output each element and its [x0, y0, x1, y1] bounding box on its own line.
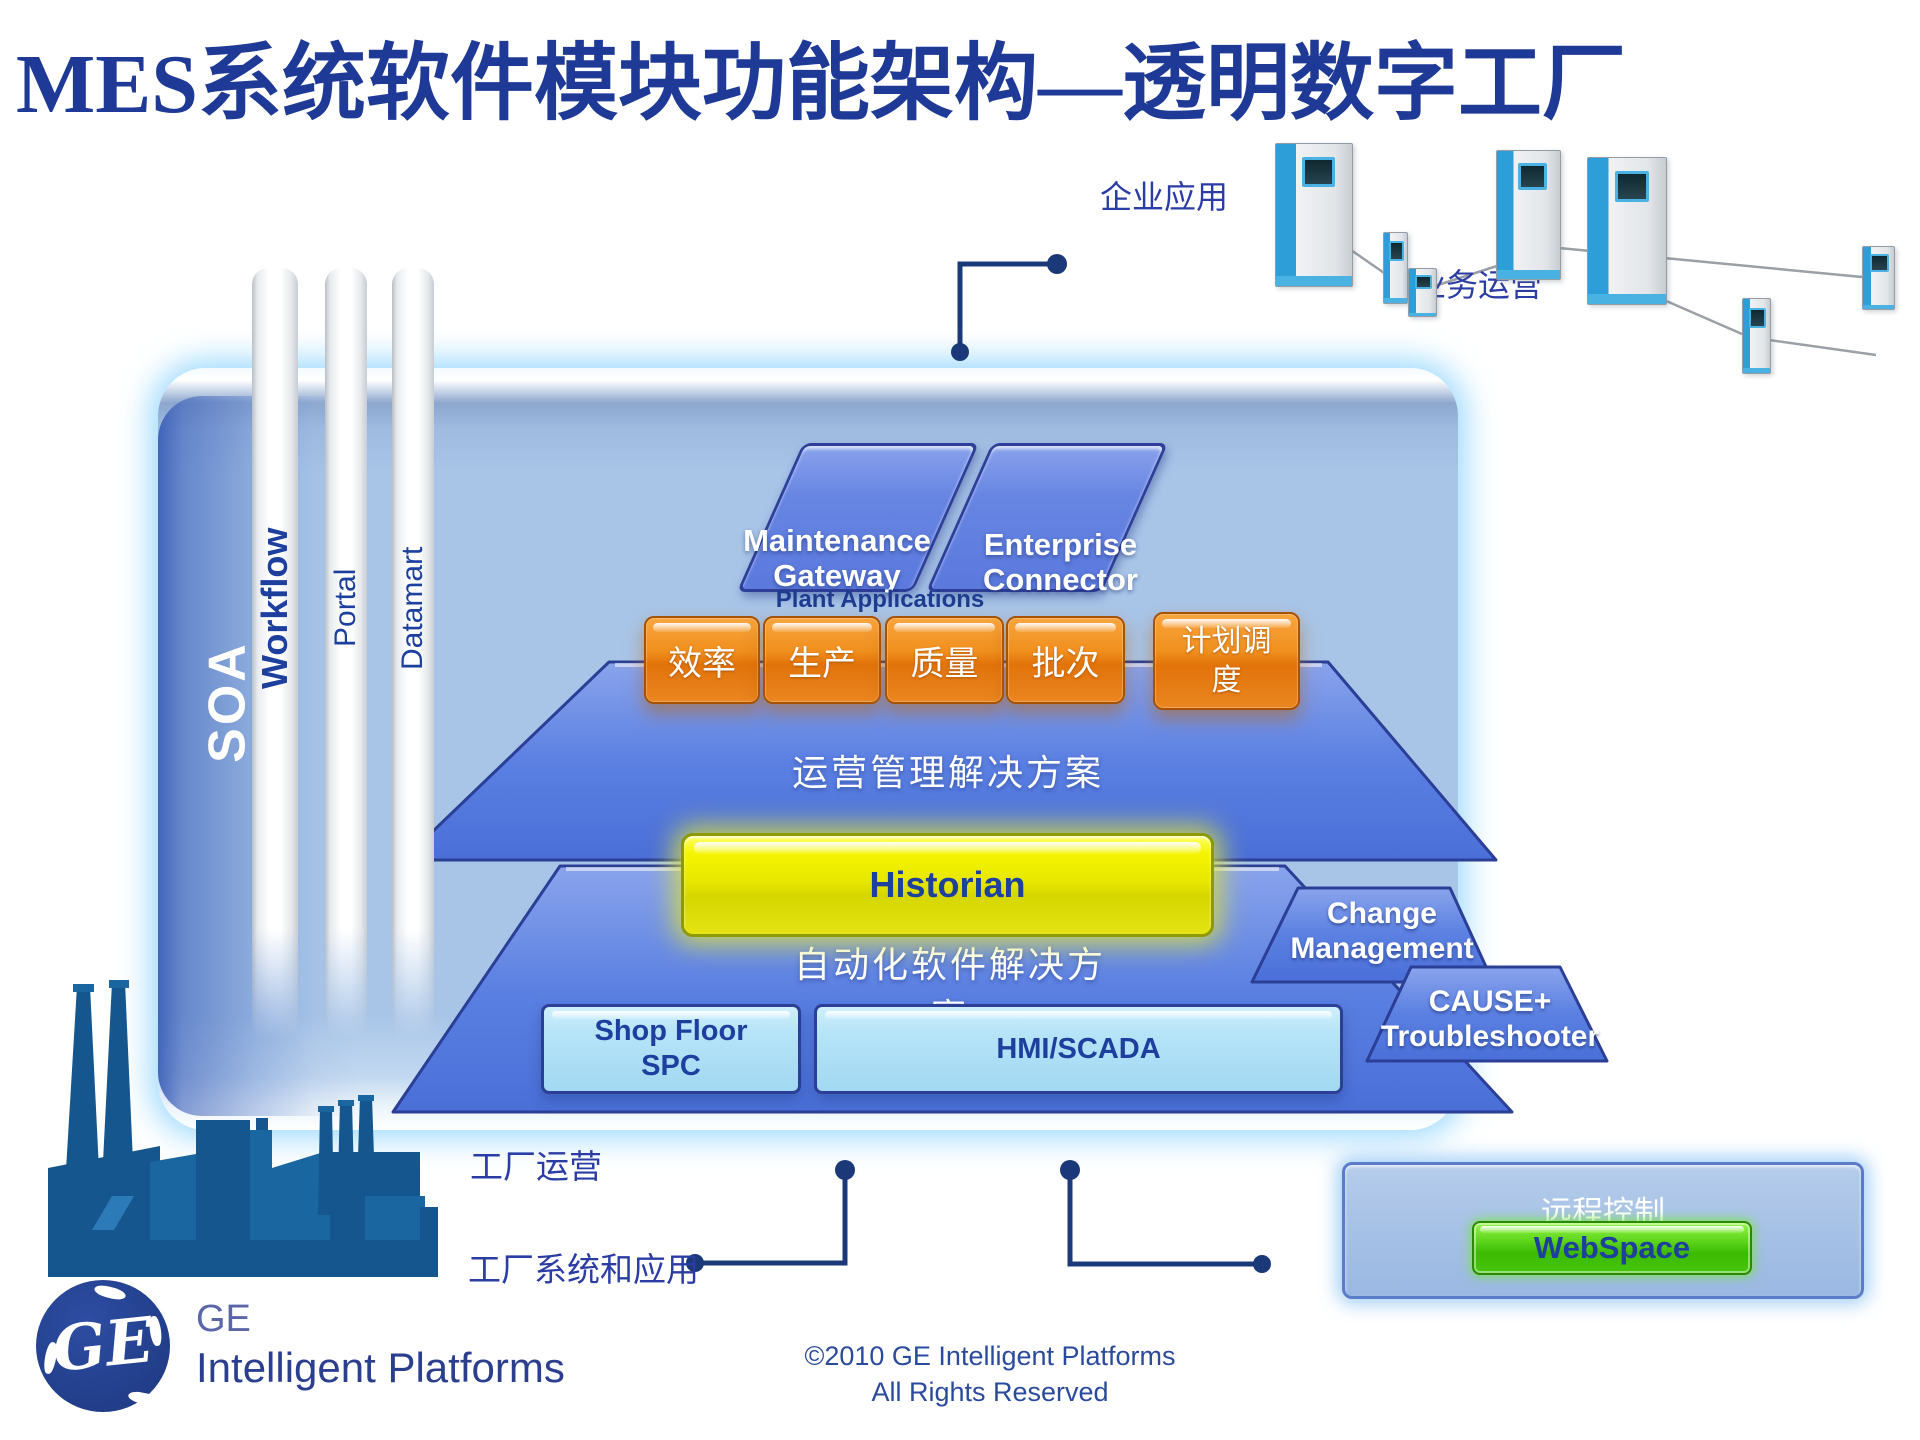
brand-ge: GE — [196, 1298, 251, 1340]
server-tower-icon — [1496, 150, 1561, 280]
module-quality: 质量 — [885, 616, 1004, 704]
remote-control-panel: 远程控制 WebSpace — [1342, 1162, 1864, 1299]
module-efficiency: 效率 — [644, 616, 760, 704]
webspace-button-label: WebSpace — [1533, 1230, 1691, 1265]
maintenance-gateway-label: Maintenance Gateway — [743, 523, 931, 593]
shop-floor-spc-box: Shop Floor SPC — [541, 1004, 801, 1094]
shop-floor-spc-label: Shop Floor SPC — [594, 1015, 748, 1082]
historian-label: Historian — [869, 864, 1026, 905]
pillar-workflow: Workflow — [252, 268, 298, 1046]
hmi-scada-box: HMI/SCADA — [814, 1004, 1343, 1094]
enterprise-apps-connector — [951, 254, 1067, 361]
webspace-button: WebSpace — [1472, 1221, 1752, 1275]
change-management-label: Change Management — [1290, 897, 1474, 966]
cause-troubleshooter-label: CAUSE+ Troubleshooter — [1380, 985, 1600, 1054]
plant-applications-label: Plant Applications — [775, 586, 985, 613]
ge-monogram: GE — [49, 1302, 157, 1386]
workstation-tower-icon — [1862, 246, 1895, 310]
historian-box: Historian — [681, 833, 1214, 937]
soa-label: SOA — [198, 641, 257, 763]
copyright-line1: ©2010 GE Intelligent Platforms — [804, 1341, 1176, 1371]
pillar-datamart: Datamart — [392, 268, 434, 1046]
copyright-line2: All Rights Reserved — [871, 1377, 1109, 1408]
brand-name: Intelligent Platforms — [196, 1344, 565, 1391]
ge-logo: GE — [36, 1280, 170, 1412]
server-tower-icon — [1275, 143, 1353, 287]
module-production: 生产 — [763, 616, 881, 704]
plant-systems-connector-left — [686, 1160, 855, 1272]
pillar-datamart-label: Datamart — [396, 546, 429, 670]
plant-operations-label: 工厂运营 — [470, 1150, 602, 1186]
plant-systems-connector-right — [1060, 1160, 1271, 1273]
workstation-tower-icon — [1408, 268, 1437, 317]
pillar-workflow-label: Workflow — [254, 527, 295, 689]
automation-solution-label: 自动化软件解决方案 — [793, 945, 1106, 1037]
copyright-text: ©2010 GE Intelligent Platforms All Right… — [620, 1338, 1360, 1411]
enterprise-connector-label: Enterprise Connector — [983, 527, 1138, 597]
workstation-tower-icon — [1383, 232, 1408, 304]
server-tower-icon — [1587, 157, 1667, 305]
plant-systems-label: 工厂系统和应用 — [468, 1253, 699, 1289]
page-title: MES系统软件模块功能架构—透明数字工厂 — [16, 38, 1627, 131]
module-batch: 批次 — [1006, 616, 1125, 704]
pillar-portal: Portal — [325, 268, 367, 1046]
workstation-tower-icon — [1742, 298, 1771, 374]
hmi-scada-label: HMI/SCADA — [996, 1032, 1161, 1065]
pillar-portal-label: Portal — [329, 568, 362, 648]
enterprise-apps-label: 企业应用 — [1100, 179, 1229, 215]
module-plan-scheduling: 计划调度 — [1153, 612, 1300, 710]
operations-solution-label: 运营管理解决方案 — [791, 753, 1104, 793]
